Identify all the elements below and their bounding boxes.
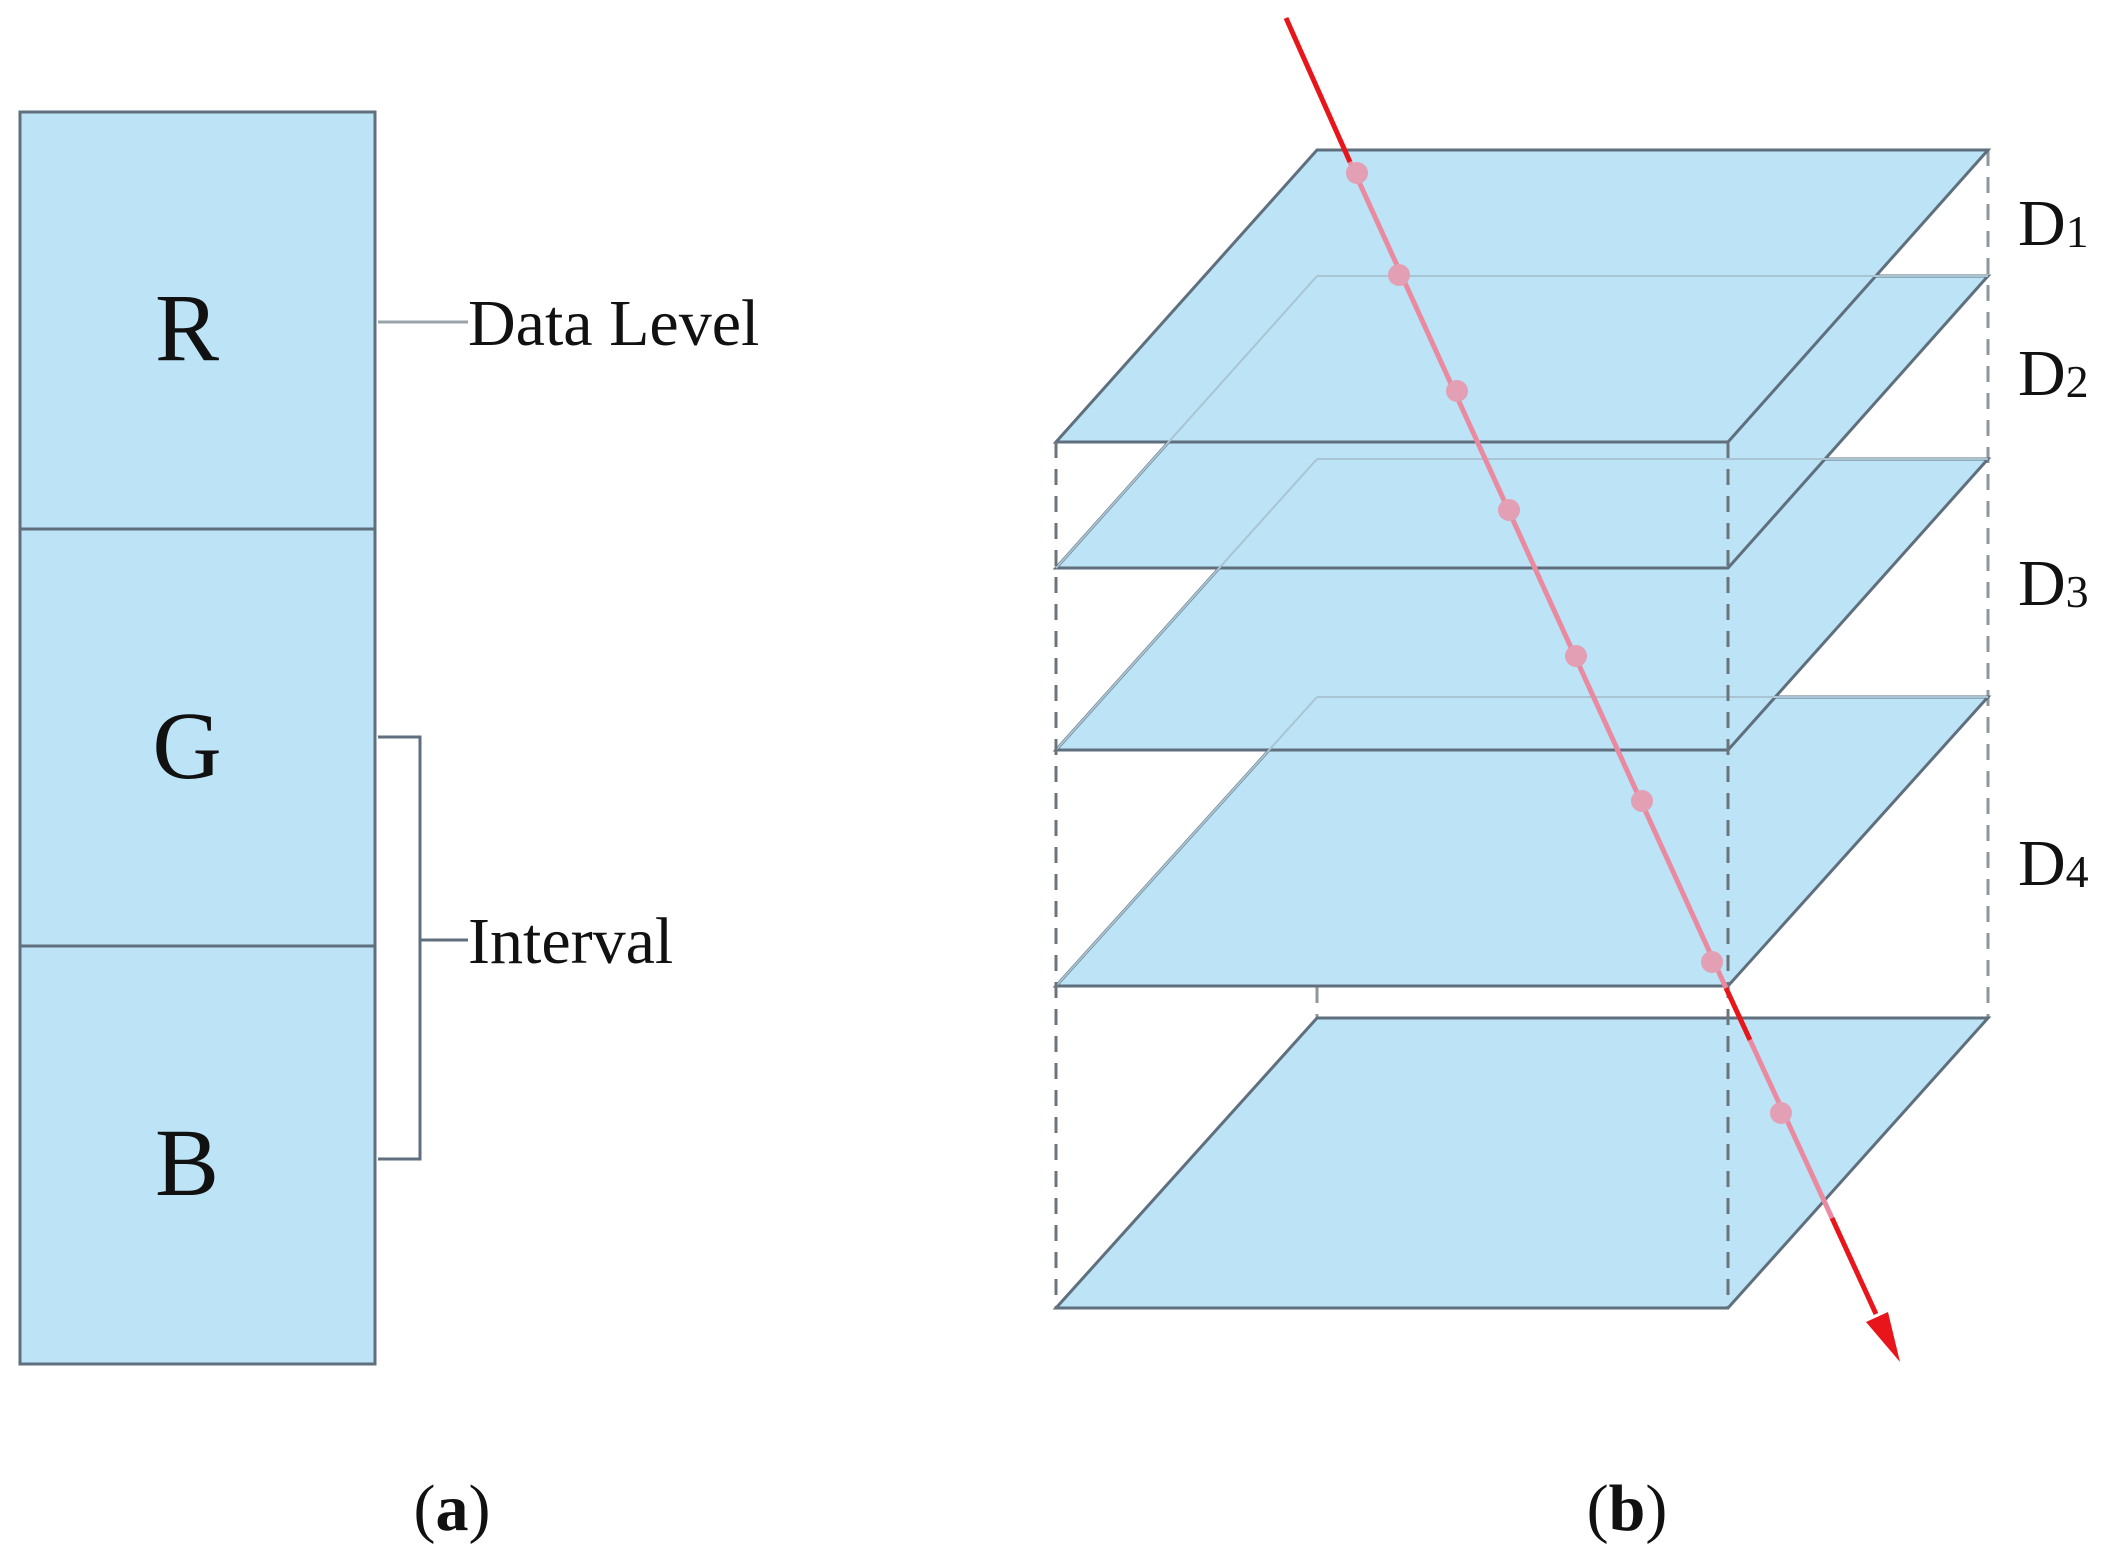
ray-arrowhead (1866, 1312, 1900, 1362)
layer-label-d3: D3 (2018, 547, 2089, 620)
sample-point (1631, 790, 1653, 812)
caption-b: (b) (1587, 1472, 1668, 1545)
sample-point (1498, 499, 1520, 521)
panel-b: D1 D2 D3 D4 (b) (1052, 16, 2089, 1545)
layer-label-d2: D2 (2018, 337, 2089, 410)
panel-a: R G B Data Level Interval (a) (18, 110, 759, 1545)
hidden-back-edges (1055, 275, 1988, 987)
layer-label-d1: D1 (2018, 187, 2089, 260)
front-dashed-edges (1054, 442, 1730, 1308)
interval-label: Interval (468, 905, 673, 978)
sample-point (1565, 645, 1587, 667)
sample-point (1770, 1102, 1792, 1124)
sample-point (1388, 264, 1410, 286)
box-label-r: R (155, 274, 219, 381)
box-g (18, 527, 377, 948)
layer-plane-5 (1052, 1016, 1992, 1310)
caption-a: (a) (414, 1472, 491, 1545)
sample-point (1701, 951, 1723, 973)
sample-point (1446, 380, 1468, 402)
box-b (18, 944, 377, 1366)
box-label-b: B (155, 1109, 219, 1216)
layer-label-d4: D4 (2018, 827, 2089, 900)
light-ray (1283, 16, 1900, 1362)
sample-point (1346, 162, 1368, 184)
data-level-label: Data Level (468, 287, 759, 360)
box-r (18, 110, 377, 531)
box-label-g: G (152, 692, 221, 799)
interval-bracket (378, 735, 422, 1161)
sample-points (1346, 162, 1792, 1124)
